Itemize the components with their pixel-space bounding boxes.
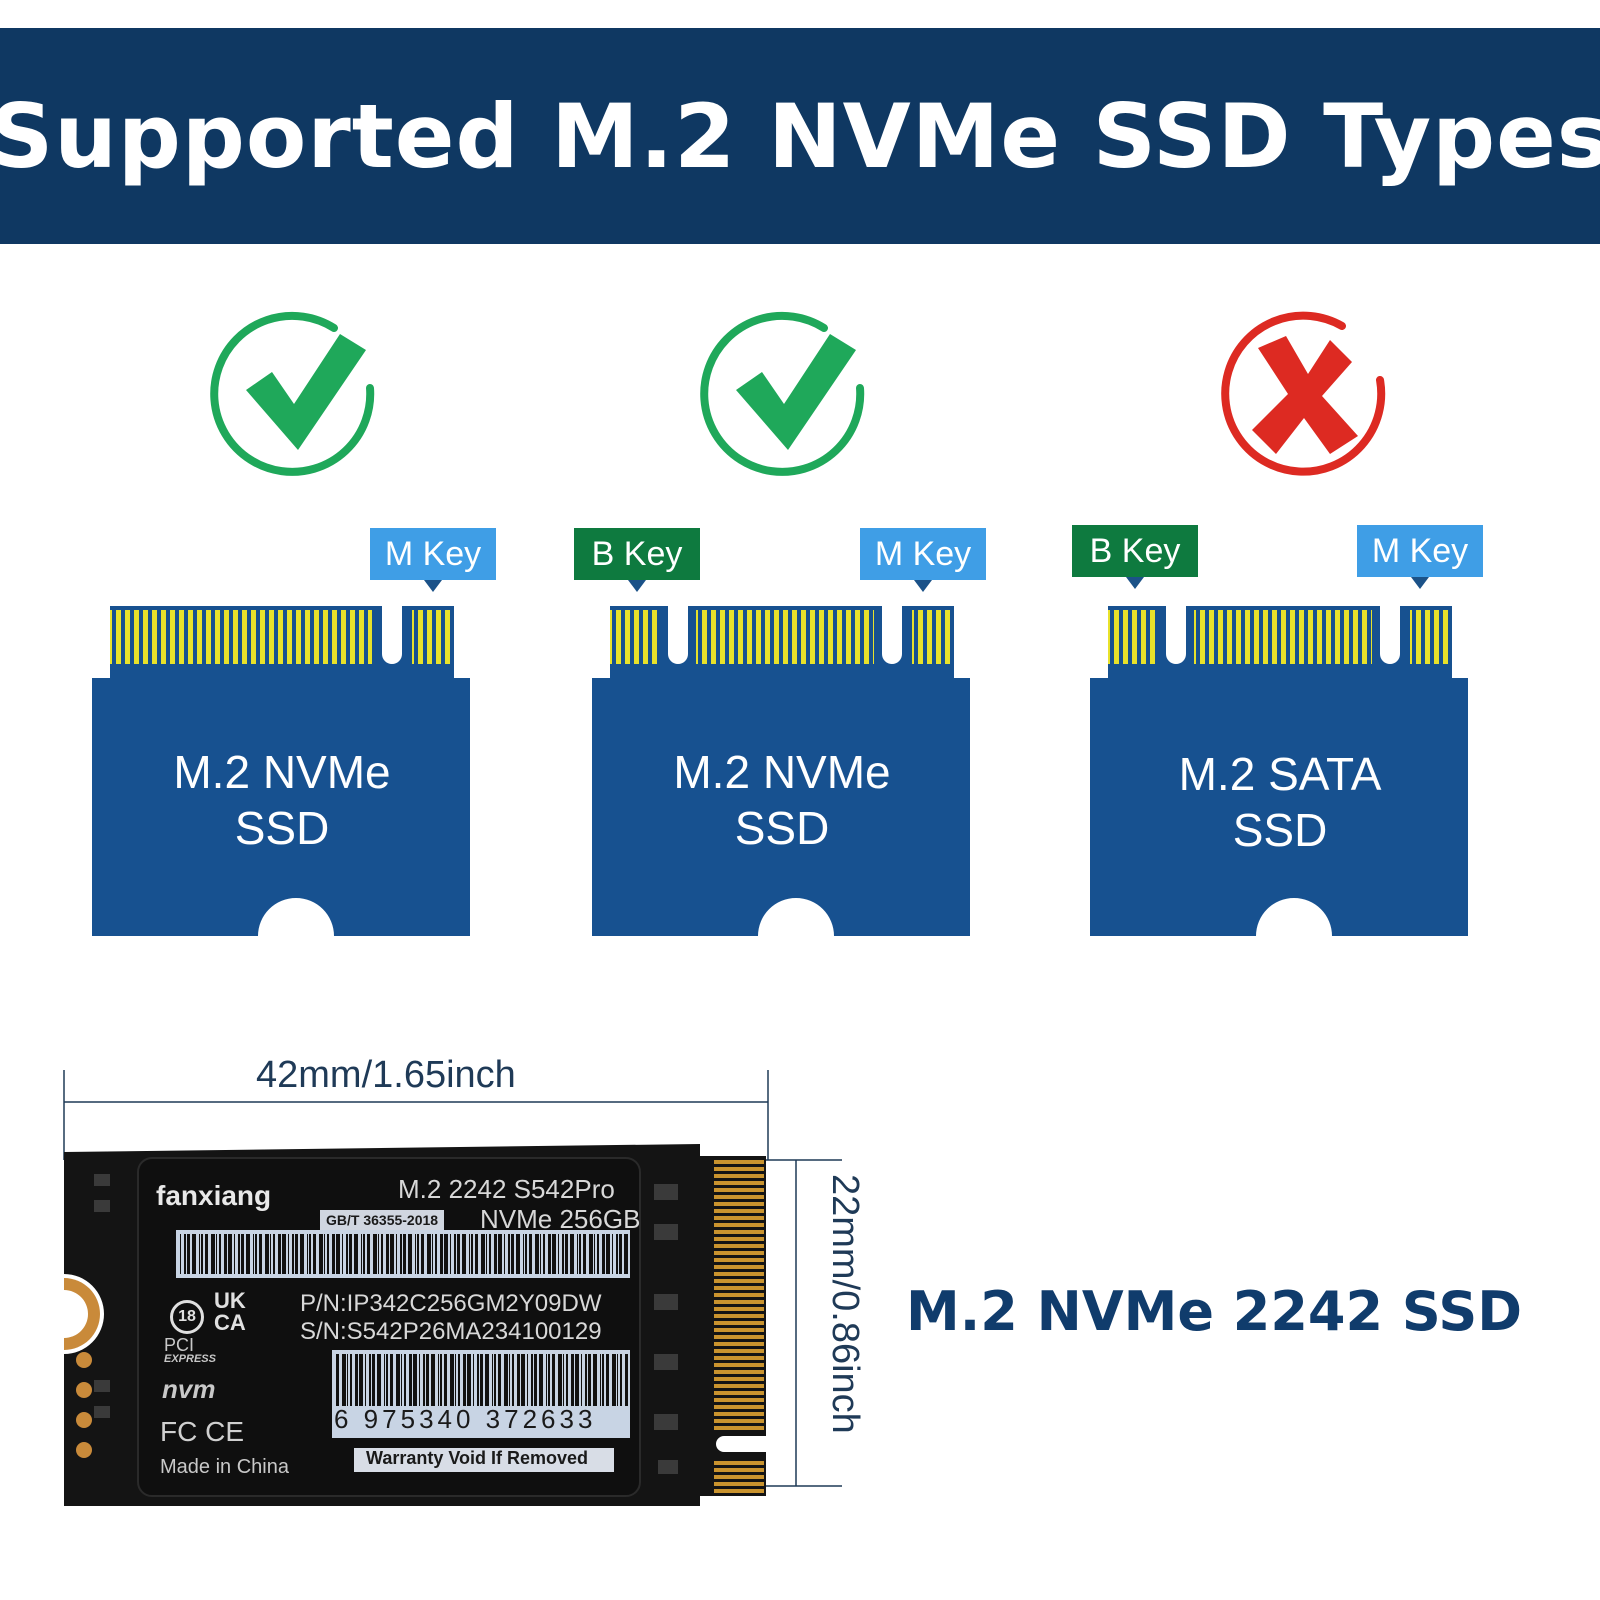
ukca-mark-icon: UK CA: [214, 1290, 246, 1334]
check-circle-icon: [210, 311, 375, 476]
ssd-board-photo: [64, 1144, 766, 1506]
card-label-line1: M.2 NVMe: [173, 746, 391, 798]
card-label-line1: M.2 NVMe: [673, 746, 891, 798]
ssd-warranty-text: Warranty Void If Removed: [366, 1448, 589, 1468]
check-circle-icon: [700, 311, 865, 476]
b-key-tag: B Key: [1072, 525, 1198, 589]
product-name: M.2 NVMe 2242 SSD: [906, 1280, 1523, 1343]
m-key-tag: M Key: [860, 528, 986, 592]
ukca-line2: CA: [214, 1310, 246, 1335]
card-label: M.2 NVMe SSD: [594, 744, 970, 856]
ukca-line1: UK: [214, 1288, 246, 1313]
page-title: Supported M.2 NVMe SSD Types: [0, 84, 1600, 188]
express-text: EXPRESS: [164, 1353, 216, 1365]
card-label-line2: SSD: [734, 802, 830, 854]
ssd-card-sata: [1090, 606, 1468, 936]
ssd-serial-number: S/N:S542P26MA234100129: [300, 1318, 602, 1345]
ssd-brand: fanxiang: [156, 1180, 272, 1211]
width-dimension-label: 42mm/1.65inch: [256, 1054, 516, 1096]
card-label-line2: SSD: [234, 802, 330, 854]
ssd-capacity: NVMe 256GB: [480, 1204, 641, 1234]
ssd-barcode-digits: 6 975340 372633: [334, 1404, 597, 1434]
ssd-part-number: P/N:IP342C256GM2Y09DW: [300, 1290, 602, 1317]
ssd-card-m-key: [92, 606, 470, 936]
m-key-tag: M Key: [370, 528, 496, 592]
ssd-card-bm-key: [592, 606, 970, 936]
x-circle-icon: [1221, 311, 1386, 476]
pci-express-logo: PCI EXPRESS: [164, 1335, 216, 1366]
title-banner: Supported M.2 NVMe SSD Types: [0, 28, 1600, 244]
pci-text: PCI: [164, 1335, 195, 1355]
gold-fingers: [714, 1160, 764, 1493]
height-dimension-label: 22mm/0.86inch: [824, 1174, 866, 1434]
m-key-tag: M Key: [1357, 525, 1483, 589]
ssd-standard: GB/T 36355-2018: [326, 1212, 439, 1228]
fc-ce-mark-icon: FC CE: [160, 1416, 244, 1447]
card-label-line1: M.2 SATA: [1178, 748, 1382, 800]
ssd-model: M.2 2242 S542Pro: [398, 1174, 615, 1204]
card-label-line2: SSD: [1232, 804, 1328, 856]
card-label: M.2 SATA SSD: [1092, 746, 1468, 858]
b-key-tag: B Key: [574, 528, 700, 592]
age-rating-icon: 18: [170, 1300, 204, 1334]
card-label: M.2 NVMe SSD: [94, 744, 470, 856]
nvm-express-logo: nvm: [162, 1374, 216, 1404]
ssd-made-in: Made in China: [160, 1456, 289, 1478]
